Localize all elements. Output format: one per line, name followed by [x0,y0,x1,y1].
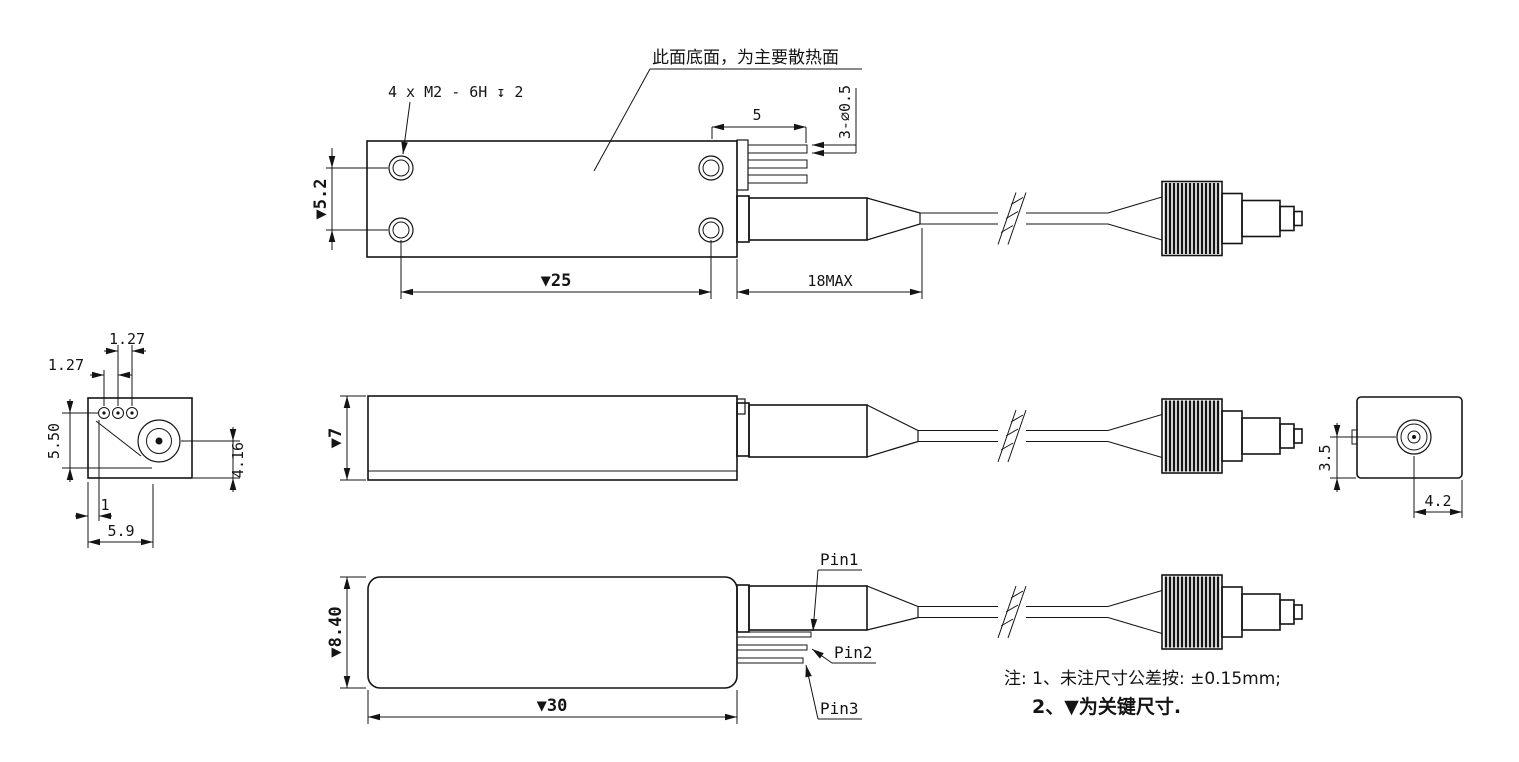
pin2-label: Pin2 [811,643,876,664]
heatsink-note-text: 此面底面，为主要散热面 [652,48,839,68]
dim-5-9-text: 5.9 [107,522,134,540]
right-end-view: 3.5 4.2 [1316,396,1463,518]
dim-30-text: ▼30 [537,696,568,716]
break-symbol [997,585,1027,639]
break-symbol [997,409,1027,463]
pin1-label: Pin1 [810,550,862,632]
dim-7-text: ▼7 [326,428,346,448]
dim-8-40-text: ▼8.40 [326,606,346,657]
bottom-view: ▼8.40 ▼30 Pin1 Pin2 Pin3 [326,550,1304,724]
pin3-text: Pin3 [820,699,859,718]
chamfer-line [95,420,142,457]
pin2-text: Pin2 [834,643,873,662]
note-line-2: 2、▼为关键尺寸. [1032,695,1181,718]
dim-pin-diameter: 3-∅0.5 [812,85,857,157]
fc-connector [1106,180,1304,257]
top-view: 4 x M2 - 6H ↧ 2 此面底面，为主要散热面 ▼5.2 ▼25 [311,48,1304,299]
fiber-cable [918,606,1108,618]
dim-4-16-text: 4.16 [229,442,247,478]
module-body-side [367,395,738,481]
module-body-bottom [367,576,738,689]
dim-5-2: ▼5.2 [311,148,388,250]
bottom-pins [736,631,812,664]
dim-5-50-text: 5.50 [45,423,63,459]
connector-face [1396,419,1432,455]
dim-pin-length: 5 [711,106,807,143]
dim-25: ▼25 [400,240,712,299]
side-view: ▼7 [326,395,1304,481]
thread-callout: 4 x M2 - 6H ↧ 2 [388,83,523,155]
dim-4-2-text: 4.2 [1424,492,1451,510]
dim-pitch-left-text: 1.27 [48,356,84,374]
dim-5-2-text: ▼5.2 [311,179,331,220]
dim-pin-diameter-text: 3-∅0.5 [836,85,854,139]
mounting-holes [388,155,724,243]
dim-pitch-top-text: 1.27 [109,330,145,348]
dim-3-5: 3.5 [1316,423,1396,492]
fc-connector [1106,573,1304,651]
heatsink-callout: 此面底面，为主要散热面 [593,48,862,172]
dim-3-5-text: 3.5 [1316,444,1334,471]
dim-4-16: 4.16 [181,427,247,492]
dim-8-40: ▼8.40 [326,576,366,689]
fiber-boot-top [736,195,921,243]
dim-30: ▼30 [367,690,738,724]
left-end-view: 1.27 1.27 5.50 4.16 [45,330,247,548]
note-line-1: 注: 1、未注尺寸公差按: ±0.15mm; [1004,669,1281,689]
break-symbol [997,192,1027,245]
pin1-text: Pin1 [820,550,859,569]
dim-pin-length-text: 5 [752,106,761,124]
dim-18max-text: 18MAX [807,272,852,290]
dim-5-9: 5.9 [88,484,154,548]
dim-18max: 18MAX [736,228,923,299]
left-view-body [87,397,193,479]
dim-1: 1 [75,420,112,548]
fiber-boot-bottom [748,585,868,631]
dim-1-text: 1 [100,496,109,514]
thread-note-text: 4 x M2 - 6H ↧ 2 [388,83,523,101]
fc-connector [1106,397,1304,475]
fiber-boot-side [748,404,868,458]
dim-4-2: 4.2 [1413,456,1463,518]
fiber-cable [918,430,1108,442]
fiber-cable [920,212,1108,225]
dim-5-50: 5.50 [45,399,152,482]
dim-pitch-top: 1.27 [104,330,146,406]
notes: 注: 1、未注尺寸公差按: ±0.15mm; 2、▼为关键尺寸. [1004,669,1281,718]
pin3-label: Pin3 [805,664,862,720]
dim-25-text: ▼25 [541,271,572,291]
module-body-top [366,140,738,258]
dim-7: ▼7 [326,395,366,481]
pin-holes [98,407,138,419]
fiber-bore [137,419,181,463]
dim-pitch-left: 1.27 [48,356,132,406]
top-pins [736,139,808,191]
